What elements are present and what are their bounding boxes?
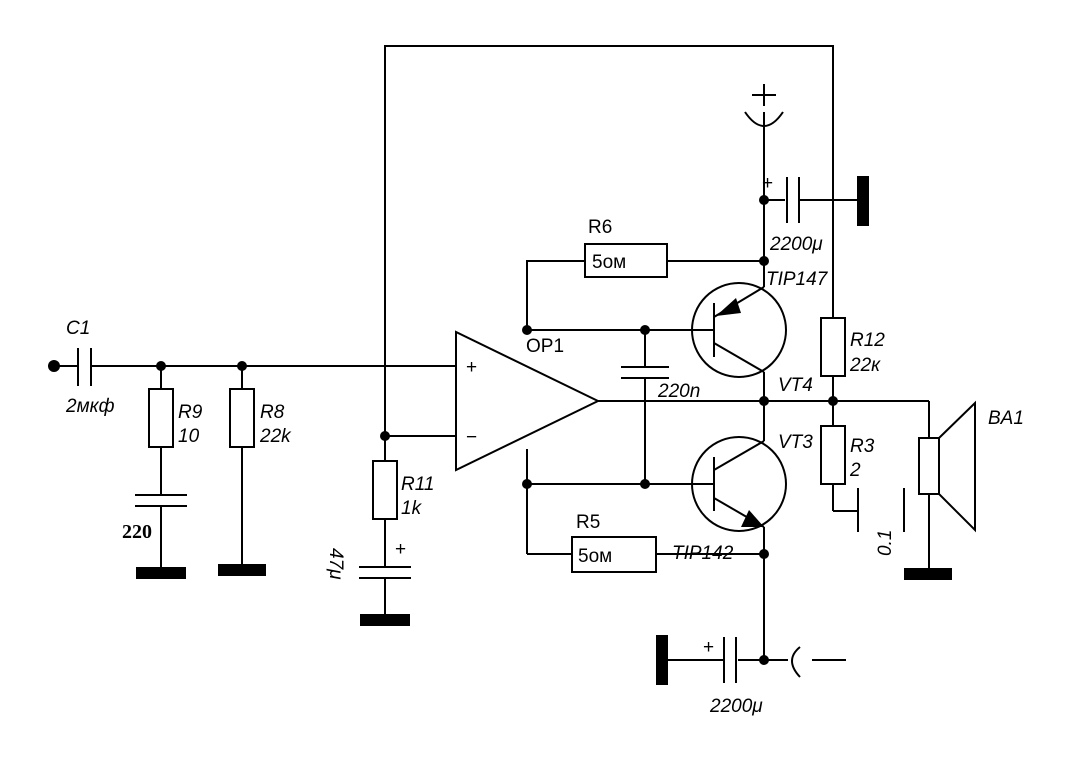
opamp-minus-label: − bbox=[466, 427, 477, 448]
capacitor-47u: + 47μ bbox=[325, 539, 411, 614]
inverting-input-wire bbox=[380, 431, 456, 441]
vt4-ref-label: VT4 bbox=[778, 375, 813, 396]
c1-value-label: 2мкф bbox=[65, 396, 115, 417]
input-bus-wire bbox=[91, 361, 456, 371]
resistor-r12: R12 22к bbox=[820, 317, 885, 401]
opamp-plus-label: + bbox=[466, 357, 477, 378]
capacitor-0-1: 0.1 bbox=[857, 488, 905, 556]
vt4-part-label: TIP147 bbox=[766, 269, 829, 290]
resistor-r11: R11 1k bbox=[372, 436, 434, 567]
c2200-bottom-polarity: + bbox=[703, 637, 714, 658]
r11-value-label: 1k bbox=[401, 498, 423, 519]
speaker-ba1: BA1 bbox=[904, 400, 1024, 580]
c2200-bottom-value-label: 2200μ bbox=[709, 696, 763, 717]
vt3-ref-label: VT3 bbox=[778, 432, 813, 453]
r3-ref-label: R3 bbox=[850, 436, 875, 457]
feedback-loop-wire bbox=[384, 45, 834, 436]
capacitor-2200u-top: + 2200μ bbox=[762, 173, 869, 255]
c01-value-label: 0.1 bbox=[875, 530, 896, 556]
input-terminal bbox=[48, 360, 77, 372]
capacitor-220: 220 bbox=[122, 494, 187, 567]
capacitor-220n: 220n bbox=[621, 330, 700, 484]
r9-value-label: 10 bbox=[178, 426, 200, 447]
c47u-polarity: + bbox=[395, 539, 406, 560]
c220n-value-label: 220n bbox=[657, 381, 700, 402]
resistor-r9: R9 10 bbox=[148, 366, 203, 495]
ba1-ref-label: BA1 bbox=[988, 408, 1024, 429]
r5-ref-label: R5 bbox=[576, 512, 600, 533]
r12-value-label: 22к bbox=[849, 355, 881, 376]
r6-ref-label: R6 bbox=[588, 217, 612, 238]
op1-ref-label: OP1 bbox=[526, 336, 564, 357]
c220-value-label: 220 bbox=[122, 521, 152, 543]
ground-r11 bbox=[360, 614, 410, 626]
capacitor-c1: C1 2мкф bbox=[65, 318, 115, 417]
transistor-vt4: TIP147 VT4 bbox=[691, 261, 829, 401]
negative-supply bbox=[759, 646, 846, 678]
resistor-r3: R3 2 bbox=[820, 401, 875, 512]
output-nodes bbox=[759, 256, 838, 559]
c2200-top-value-label: 2200μ bbox=[769, 234, 823, 255]
r11-ref-label: R11 bbox=[401, 474, 434, 495]
r8-ref-label: R8 bbox=[260, 402, 285, 423]
c1-ref-label: C1 bbox=[66, 318, 90, 339]
r5-value-label: 5ом bbox=[578, 546, 612, 567]
r9-ref-label: R9 bbox=[178, 402, 203, 423]
r6-value-label: 5ом bbox=[592, 252, 626, 273]
r8-value-label: 22k bbox=[259, 426, 292, 447]
resistor-r8: R8 22k bbox=[229, 366, 292, 564]
vt3-part-label: TIP142 bbox=[672, 543, 734, 564]
c47u-value-label: 47μ bbox=[325, 548, 346, 580]
bias-network-wires bbox=[522, 260, 714, 555]
r12-ref-label: R12 bbox=[850, 330, 885, 351]
transistor-vt3: VT3 TIP142 bbox=[672, 401, 813, 660]
r3-value-label: 2 bbox=[849, 460, 861, 481]
ground-r8 bbox=[218, 564, 266, 576]
resistor-r5: R5 5ом bbox=[571, 512, 764, 573]
c2200-top-polarity: + bbox=[762, 173, 773, 194]
capacitor-2200u-bottom: + 2200μ bbox=[656, 635, 764, 717]
ground-r9 bbox=[136, 567, 186, 579]
resistor-r6: R6 5ом bbox=[584, 217, 764, 278]
